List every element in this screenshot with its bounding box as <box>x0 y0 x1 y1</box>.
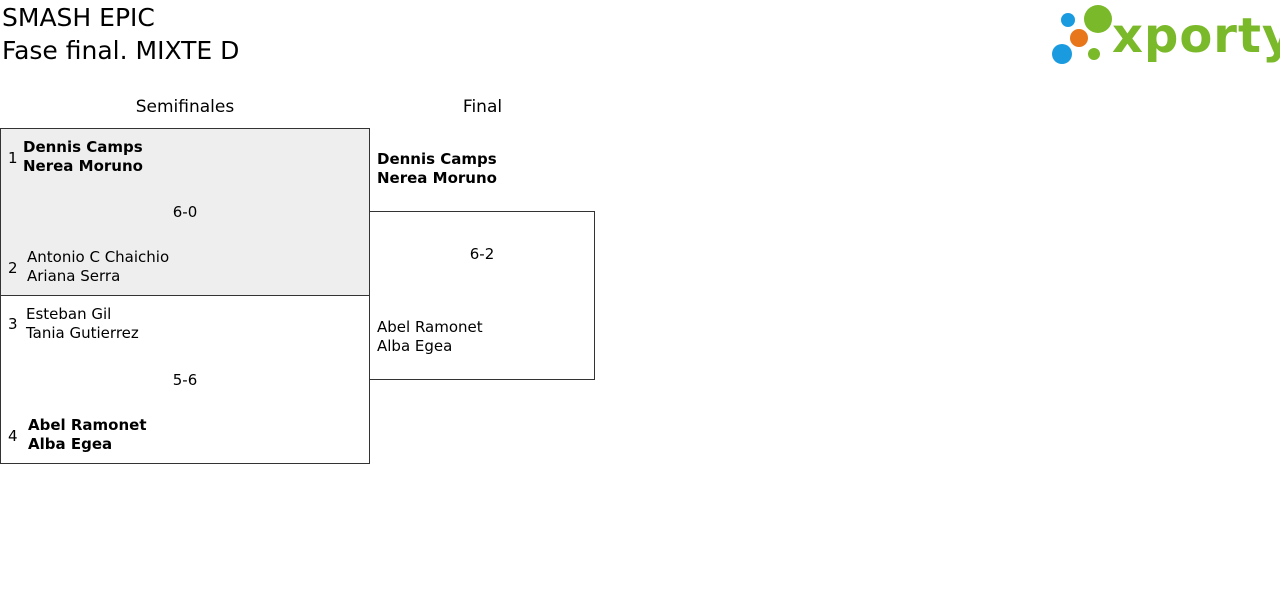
logo-dot-green <box>1084 5 1112 33</box>
xporty-logo[interactable]: xporty <box>1050 2 1280 68</box>
logo-dot-green-small <box>1088 48 1100 60</box>
seed-number: 2 <box>8 259 18 277</box>
player-name: Tania Gutierrez <box>26 324 139 342</box>
match-score: 6-2 <box>469 245 495 263</box>
player-name: Antonio C Chaichio <box>27 248 170 266</box>
match-score: 5-6 <box>172 371 198 389</box>
player-name: Esteban Gil <box>26 305 112 323</box>
phase-title: Fase final. MIXTE D <box>2 36 240 65</box>
player-name: Abel Ramonet <box>377 318 483 336</box>
logo-dot-blue-small <box>1061 13 1075 27</box>
player-name: Dennis Camps <box>23 138 143 156</box>
logo-dot-blue-large <box>1052 44 1072 64</box>
player-name: Abel Ramonet <box>28 416 147 434</box>
player-name: Alba Egea <box>28 435 113 453</box>
match-score: 6-0 <box>172 203 198 221</box>
team-entry[interactable]: Antonio C Chaichio Ariana Serra <box>27 248 169 286</box>
team-entry[interactable]: Dennis Camps Nerea Moruno <box>23 138 143 176</box>
final-match: 6-2 Abel Ramonet Alba Egea <box>369 211 595 380</box>
final-team-bottom[interactable]: Abel Ramonet Alba Egea <box>377 318 483 356</box>
player-name: Nerea Moruno <box>377 169 497 187</box>
team-entry[interactable]: Esteban Gil Tania Gutierrez <box>26 305 139 343</box>
player-name: Dennis Camps <box>377 150 497 168</box>
seed-number: 3 <box>8 315 18 333</box>
final-team-top[interactable]: Dennis Camps Nerea Moruno <box>377 150 497 188</box>
seed-number: 4 <box>8 427 18 445</box>
round-header-semifinals: Semifinales <box>135 97 235 117</box>
round-header-final: Final <box>462 97 503 117</box>
semifinal-match-2: 3 Esteban Gil Tania Gutierrez 5-6 4 Abel… <box>0 295 370 464</box>
seed-number: 1 <box>8 149 18 167</box>
logo-dot-orange <box>1070 29 1088 47</box>
team-entry[interactable]: Abel Ramonet Alba Egea <box>28 416 147 454</box>
tournament-title: SMASH EPIC <box>2 3 155 32</box>
player-name: Ariana Serra <box>27 267 121 285</box>
player-name: Alba Egea <box>377 337 453 355</box>
player-name: Nerea Moruno <box>23 157 143 175</box>
logo-wordmark: xporty <box>1112 8 1280 64</box>
semifinal-match-1: 1 Dennis Camps Nerea Moruno 6-0 2 Antoni… <box>0 128 370 296</box>
